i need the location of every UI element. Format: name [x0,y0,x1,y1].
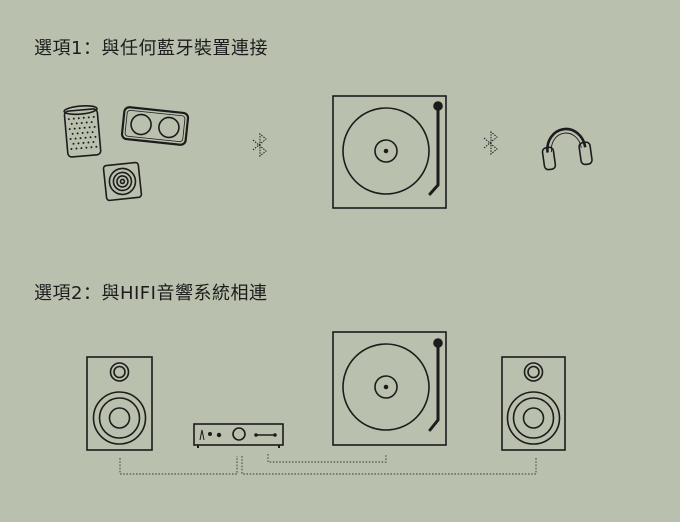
option-2-heading: 選項2：與HIFI音響系統相連 [34,283,268,304]
right-speaker-cable [241,456,537,475]
option-1-heading: 選項1：與任何藍牙裝置連接 [34,38,268,59]
square-speaker-icon [102,161,143,202]
bookshelf-speaker-icon [86,356,153,451]
left-speaker-cable [119,456,238,475]
turntable-icon [332,95,447,209]
turntable-icon [332,331,447,446]
amplifier-icon [193,423,284,448]
connection-cables [119,454,537,475]
headphones-icon [541,127,593,171]
twin-speaker-icon [120,106,190,146]
bluetooth-icon [483,130,498,156]
bluetooth-icon [252,132,267,158]
turntable-cable [267,454,387,463]
cylinder-speaker-icon [63,105,102,158]
bookshelf-speaker-icon [501,356,566,451]
